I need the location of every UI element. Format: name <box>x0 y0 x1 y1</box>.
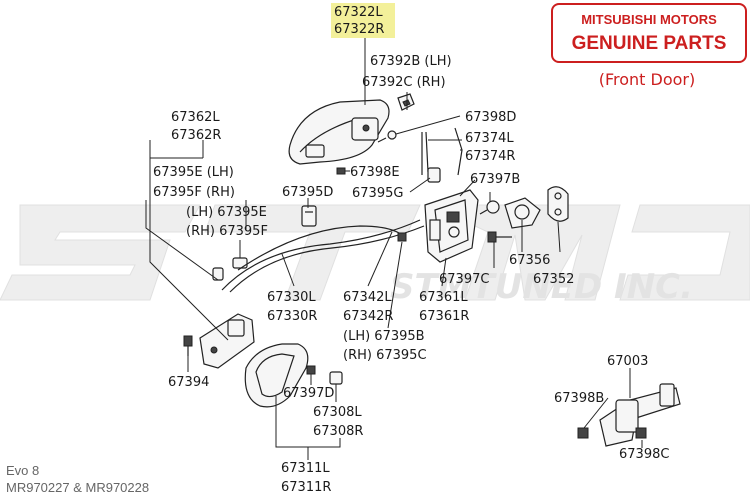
label-67397B: 67397B <box>470 172 520 187</box>
label-67395B: (LH) 67395B <box>343 329 425 344</box>
label-67322R: 67322R <box>334 22 384 37</box>
screw-67398D <box>377 130 397 143</box>
label-67361L: 67361L <box>419 290 468 305</box>
door-latch-67361 <box>424 189 479 263</box>
striker-67352 <box>547 186 569 222</box>
label-67392C: 67392C (RH) <box>362 75 446 90</box>
label-67342L: 67342L <box>343 290 392 305</box>
bolt-67397C <box>487 231 512 243</box>
door-check-67003 <box>599 383 681 447</box>
label-67330L: 67330L <box>267 290 316 305</box>
label-67362L: 67362L <box>171 110 220 125</box>
label-67356: 67356 <box>509 253 550 268</box>
badge-subtitle: (Front Door) <box>599 70 696 89</box>
label-67322L: 67322L <box>334 5 383 20</box>
label-67395D: 67395D <box>282 185 333 200</box>
screw-67398E <box>336 167 346 175</box>
cover-67308 <box>329 371 343 385</box>
part-labels: 67322L 67322R 67392B (LH) 67392C (RH) 67… <box>153 5 669 495</box>
label-67398E: 67398E <box>350 165 400 180</box>
rod-67374 <box>421 127 463 176</box>
label-67308L: 67308L <box>313 405 362 420</box>
label-67342R: 67342R <box>343 309 393 324</box>
highlight-box <box>331 3 395 38</box>
label-67395E-b: (LH) 67395E <box>186 205 267 220</box>
label-67395E-lh: 67395E (LH) <box>153 165 234 180</box>
bolt-67394 <box>183 335 193 356</box>
badge-line-1: MITSUBISHI MOTORS <box>581 12 717 27</box>
label-67392B: 67392B (LH) <box>370 54 452 69</box>
clip-67395BC <box>397 232 407 242</box>
genuine-parts-badge: MITSUBISHI MOTORS GENUINE PARTS <box>551 3 747 63</box>
bolt-67398B <box>577 427 589 439</box>
footer-part-numbers: MR970227 & MR970228 <box>6 480 149 495</box>
clip-67395D <box>301 205 317 227</box>
label-67395C: (RH) 67395C <box>343 348 427 363</box>
cap-67392 <box>397 93 415 111</box>
label-67352: 67352 <box>533 272 574 287</box>
screw-67397D <box>306 365 316 375</box>
label-67398C: 67398C <box>619 447 669 462</box>
footer-model: Evo 8 <box>6 463 39 478</box>
label-67395G: 67395G <box>352 186 403 201</box>
label-67003: 67003 <box>607 354 648 369</box>
clip-67395G <box>427 167 441 183</box>
outside-handle-67322 <box>288 99 390 165</box>
label-67311L: 67311L <box>281 461 330 476</box>
label-67395F-b: (RH) 67395F <box>186 224 268 239</box>
label-67362R: 67362R <box>171 128 221 143</box>
label-67330R: 67330R <box>267 309 317 324</box>
label-67374R: 67374R <box>465 149 515 164</box>
leader-lines <box>145 38 643 460</box>
label-67398B: 67398B <box>554 391 604 406</box>
label-67374L: 67374L <box>465 131 514 146</box>
label-67397C: 67397C <box>439 272 489 287</box>
label-67311R: 67311R <box>281 480 331 495</box>
inside-handle-67311 <box>244 343 309 408</box>
bolt-67397B <box>479 200 500 215</box>
label-67308R: 67308R <box>313 424 363 439</box>
label-67398D: 67398D <box>465 110 516 125</box>
label-67397D: 67397D <box>283 386 334 401</box>
cable-67342 <box>237 225 406 271</box>
cover-67356 <box>504 197 541 229</box>
clip-67395EF <box>212 257 248 281</box>
label-67394: 67394 <box>168 375 209 390</box>
label-67395F-rh: 67395F (RH) <box>153 185 235 200</box>
badge-line-2: GENUINE PARTS <box>572 33 727 54</box>
bolt-67398C <box>635 427 647 439</box>
label-67361R: 67361R <box>419 309 469 324</box>
inside-handle-bracket <box>199 313 255 369</box>
watermark-text: STMTUNED INC. <box>390 267 693 307</box>
